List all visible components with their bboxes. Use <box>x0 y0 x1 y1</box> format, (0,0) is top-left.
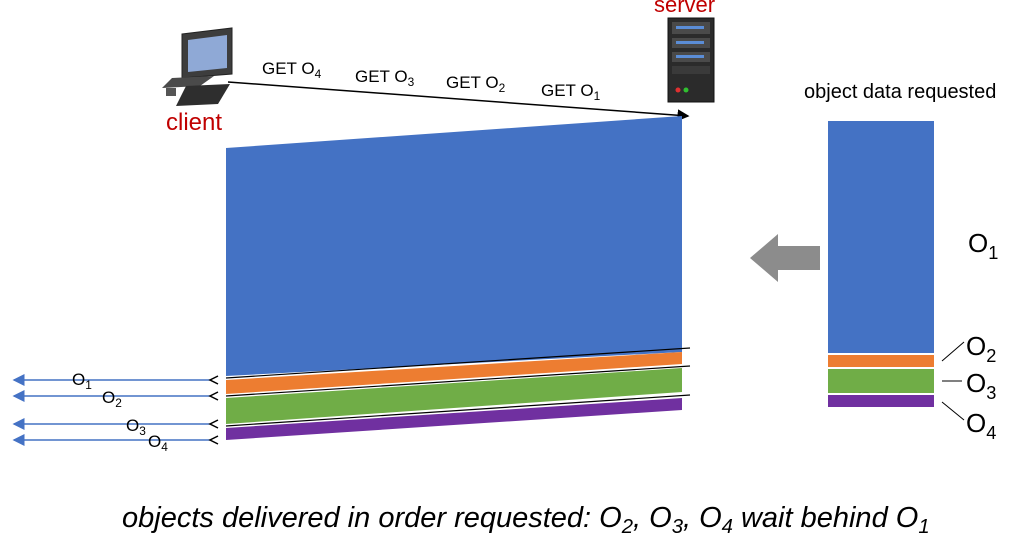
o3-transmission-band <box>226 368 682 424</box>
delivery-arrows <box>12 374 210 446</box>
delivered-o3: O3 <box>126 416 146 438</box>
delivered-o2: O2 <box>102 388 122 410</box>
o1-transmission-block <box>226 116 682 376</box>
get-request-o4: GET O4 <box>262 59 322 81</box>
client-computer-icon <box>162 27 233 106</box>
band-separators <box>225 347 691 427</box>
stack-o4-label: O4 <box>966 408 996 443</box>
o4-transmission-band <box>226 398 682 440</box>
stack-o4-bar <box>828 395 934 407</box>
delivered-o4: O4 <box>148 432 168 454</box>
o2-transmission-band <box>226 352 682 394</box>
client-label: client <box>166 109 222 136</box>
delivered-o1: O1 <box>72 370 92 392</box>
stack-o2-bar <box>828 355 934 367</box>
get-request-o1: GET O1 <box>541 81 601 103</box>
left-arrow-icon <box>750 234 820 282</box>
stack-o1-label: O1 <box>968 228 998 263</box>
caption: objects delivered in order requested: O2… <box>122 502 930 538</box>
server-icon <box>667 17 715 103</box>
get-request-o3: GET O3 <box>355 67 415 89</box>
server-label: server <box>654 0 715 17</box>
request-arrow <box>227 81 690 122</box>
stack-leader-lines <box>941 341 965 421</box>
stack-o3-bar <box>828 369 934 393</box>
delivery-arrow-tips <box>208 375 219 445</box>
get-request-o2: GET O2 <box>446 73 506 95</box>
stack-o1-bar <box>828 121 934 353</box>
stack-o2-label: O2 <box>966 331 996 366</box>
stack-o3-label: O3 <box>966 368 996 403</box>
object-data-requested-label: object data requested <box>804 81 996 103</box>
